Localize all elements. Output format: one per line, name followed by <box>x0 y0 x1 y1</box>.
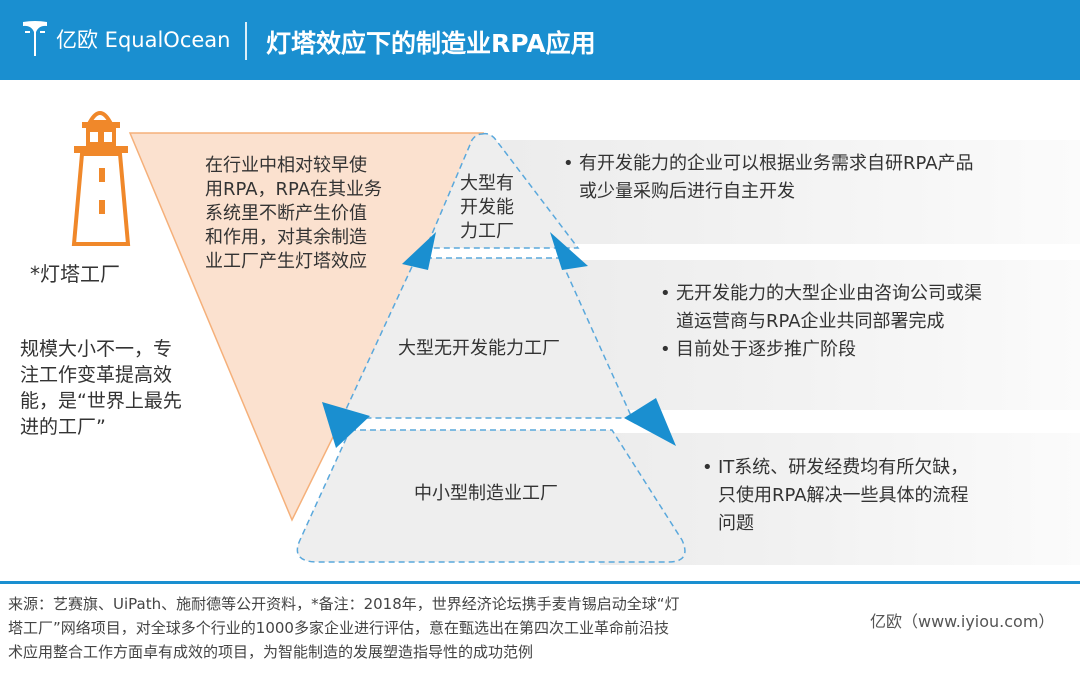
bullet-line: 问题 <box>718 513 754 534</box>
y-logo-icon <box>23 21 47 56</box>
bullet-line: 或少量采购后进行自主开发 <box>579 181 795 202</box>
header-bar: 亿欧 EqualOcean 灯塔效应下的制造业RPA应用 <box>0 0 1080 80</box>
description-line: 规模大小不一，专 <box>20 338 173 360</box>
bullet-line: 目前处于逐步推广阶段 <box>676 339 856 360</box>
triangle-arrow-icon <box>550 232 588 270</box>
bullet-line: IT系统、研发经费均有所欠缺， <box>718 457 969 478</box>
tier-band-2 <box>560 260 1080 410</box>
tier-shape-2 <box>340 257 634 419</box>
source-line: 来源：艺赛旗、UiPath、施耐德等公开资料，*备注：2018年，世界经济论坛携… <box>8 595 680 613</box>
tier-label-1: 大型有 开发能 力工厂 <box>452 172 522 244</box>
tier-shape-1 <box>424 132 580 249</box>
triangle-arrow-icon <box>624 398 676 446</box>
beam-line: 和作用，对其余制造 <box>205 227 367 248</box>
tier-3-bullet: •IT系统、研发经费均有所欠缺， 只使用RPA解决一些具体的流程 问题 <box>702 454 1072 538</box>
tier-band-1 <box>500 140 1080 244</box>
header-divider <box>245 22 247 60</box>
tier-shape-3 <box>296 429 686 563</box>
beam-line: 业工厂产生灯塔效应 <box>205 251 367 272</box>
triangle-arrow-icon <box>322 402 370 448</box>
credit: 亿欧（www.iyiou.com） <box>870 612 1055 631</box>
description-line: 注工作变革提高效 <box>20 364 173 386</box>
tier-2-bullet: •无开发能力的大型企业由咨询公司或渠 道运营商与RPA企业共同部署完成 •目前处… <box>660 280 1075 364</box>
description-line: 能，是“世界上最先 <box>20 390 182 412</box>
source-note: 来源：艺赛旗、UiPath、施耐德等公开资料，*备注：2018年，世界经济论坛携… <box>8 592 808 664</box>
tier-1-bullet: •有开发能力的企业可以根据业务需求自研RPA产品 或少量采购后进行自主开发 <box>563 150 1073 206</box>
lighthouse-icon <box>71 111 131 246</box>
bullet-line: 只使用RPA解决一些具体的流程 <box>718 485 969 506</box>
brand-logo: 亿欧 EqualOcean <box>22 20 230 58</box>
tier-label-line: 力工厂 <box>460 221 514 242</box>
bullet-line: 有开发能力的企业可以根据业务需求自研RPA产品 <box>579 153 974 174</box>
page-title: 灯塔效应下的制造业RPA应用 <box>266 29 596 58</box>
tier-label-line: 大型有 <box>460 173 514 194</box>
tier-label-2: 大型无开发能力工厂 <box>398 338 560 359</box>
beam-line: 在行业中相对较早使 <box>205 155 367 176</box>
beam-line: 用RPA，RPA在其业务 <box>205 179 383 200</box>
triangle-arrow-icon <box>402 232 436 270</box>
brand-name: 亿欧 EqualOcean <box>56 28 231 52</box>
bullet-line: 道运营商与RPA企业共同部署完成 <box>676 311 945 332</box>
lighthouse-label: *灯塔工厂 <box>30 262 120 286</box>
source-line: 术应用整合工作方面卓有成效的项目，为智能制造的发展塑造指导性的成功范例 <box>8 643 534 661</box>
tier-label-3: 中小型制造业工厂 <box>414 483 558 504</box>
tier-label-line: 开发能 <box>460 197 514 218</box>
beam-description: 在行业中相对较早使 用RPA，RPA在其业务 系统里不断产生价值 和作用，对其余… <box>205 154 415 274</box>
description-line: 进的工厂” <box>20 416 106 438</box>
source-line: 塔工厂”网络项目，对全球多个行业的1000多家企业进行评估，意在甄选出在第四次工… <box>8 619 669 637</box>
bullet-line: 无开发能力的大型企业由咨询公司或渠 <box>676 283 982 304</box>
lighthouse-description: 规模大小不一，专 注工作变革提高效 能，是“世界上最先 进的工厂” <box>20 336 220 440</box>
footer-divider <box>0 581 1080 584</box>
beam-line: 系统里不断产生价值 <box>205 203 367 224</box>
